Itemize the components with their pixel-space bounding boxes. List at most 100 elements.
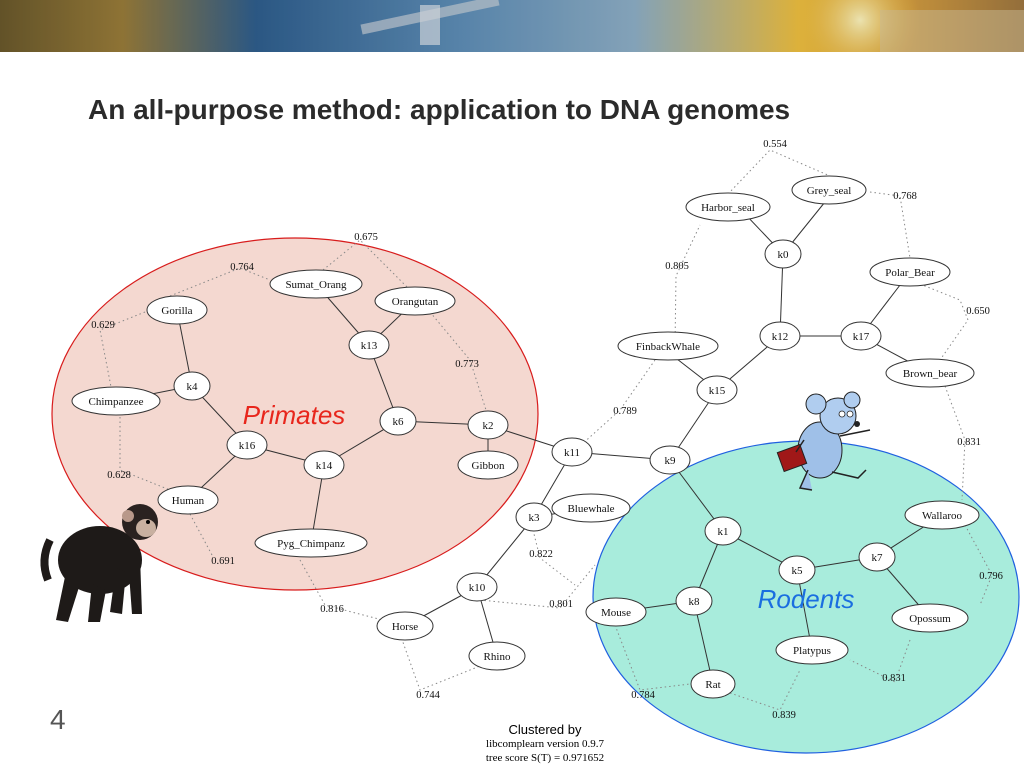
node-k11 <box>551 437 593 467</box>
label-sumat-orang: Sumat_Orang <box>285 279 347 291</box>
label-k3: k3 <box>529 512 541 524</box>
edge-label-0629: 0.629 <box>91 320 115 331</box>
node-k10 <box>456 572 498 602</box>
label-gibbon: Gibbon <box>472 460 506 472</box>
edge-label-0816: 0.816 <box>320 604 344 615</box>
node-sumat-orang <box>269 269 363 299</box>
label-orangutan: Orangutan <box>392 296 439 308</box>
node-gibbon <box>457 450 519 480</box>
node-k12 <box>759 321 801 351</box>
label-gorilla: Gorilla <box>161 305 192 317</box>
node-k15 <box>696 375 738 405</box>
node-polar-bear <box>869 257 951 287</box>
header-banner <box>0 0 1024 52</box>
node-bluewhale <box>551 493 631 523</box>
node-k5 <box>778 555 816 585</box>
label-k16: k16 <box>239 440 256 452</box>
node-rhino <box>468 641 526 671</box>
label-wallaroo: Wallaroo <box>922 510 963 522</box>
label-k12: k12 <box>772 331 789 343</box>
label-horse: Horse <box>392 621 418 633</box>
label-k5: k5 <box>792 565 804 577</box>
node-opossum <box>891 603 969 633</box>
node-mouse <box>585 597 647 627</box>
footer-score: tree score S(T) = 0.971652 <box>485 752 605 764</box>
edge-label-0796: 0.796 <box>979 571 1003 582</box>
node-k14 <box>303 450 345 480</box>
label-k15: k15 <box>709 385 726 397</box>
label-finback-whale: FinbackWhale <box>636 341 700 353</box>
edge-label-0831b: 0.831 <box>882 673 906 684</box>
label-k14: k14 <box>316 460 333 472</box>
node-finback-whale <box>617 331 719 361</box>
node-k17 <box>840 321 882 351</box>
node-k0 <box>764 239 802 269</box>
footer-version: libcomplearn version 0.9.7 <box>486 738 604 750</box>
node-pyg-chimpanz <box>254 528 368 558</box>
edge-label-0773: 0.773 <box>455 359 479 370</box>
edge-label-0650: 0.650 <box>966 306 990 317</box>
node-human <box>157 485 219 515</box>
node-wallaroo <box>904 500 980 530</box>
edge-label-0768: 0.768 <box>893 191 917 202</box>
label-leaders <box>99 149 993 711</box>
node-k7 <box>858 542 896 572</box>
rodents-label: Rodents <box>758 584 855 614</box>
edge-label-0764: 0.764 <box>230 262 254 273</box>
label-harbor-seal: Harbor_seal <box>701 202 755 214</box>
label-rhino: Rhino <box>484 651 511 663</box>
label-grey-seal: Grey_seal <box>807 185 852 197</box>
edge-label-0789: 0.789 <box>613 406 637 417</box>
edge-label-0675: 0.675 <box>354 232 378 243</box>
label-k10: k10 <box>469 582 486 594</box>
footer-clustered-by: Clustered by <box>508 722 582 737</box>
edge-label-0628: 0.628 <box>107 470 131 481</box>
label-rat: Rat <box>705 679 720 691</box>
label-opossum: Opossum <box>909 613 951 625</box>
label-k13: k13 <box>361 340 378 352</box>
node-k9 <box>649 445 691 475</box>
node-horse <box>376 611 434 641</box>
label-brown-bear: Brown_bear <box>903 368 958 380</box>
page-title: An all-purpose method: application to DN… <box>88 94 791 125</box>
node-k13 <box>348 330 390 360</box>
edge-label-0691: 0.691 <box>211 556 235 567</box>
edge-label-0822: 0.822 <box>529 549 553 560</box>
label-polar-bear: Polar_Bear <box>885 267 935 279</box>
primates-label: Primates <box>243 400 346 430</box>
label-k9: k9 <box>665 455 677 467</box>
node-gorilla <box>146 295 208 325</box>
label-platypus: Platypus <box>793 645 831 657</box>
edge-label-0805: 0.805 <box>665 261 689 272</box>
node-platypus <box>775 635 849 665</box>
node-k8 <box>675 586 713 616</box>
node-orangutan <box>374 286 456 316</box>
node-k2 <box>467 410 509 440</box>
label-chimpanzee: Chimpanzee <box>89 396 144 408</box>
label-k2: k2 <box>483 420 494 432</box>
node-brown-bear <box>885 358 975 388</box>
label-k1: k1 <box>718 526 729 538</box>
label-bluewhale: Bluewhale <box>567 503 614 515</box>
node-k4 <box>173 371 211 401</box>
node-k3 <box>515 502 553 532</box>
chimpanzee-illustration <box>40 504 158 622</box>
label-k11: k11 <box>564 447 580 459</box>
node-grey-seal <box>791 175 867 205</box>
label-pyg-chimpanz: Pyg_Chimpanz <box>277 538 345 550</box>
label-k17: k17 <box>853 331 870 343</box>
label-k0: k0 <box>778 249 790 261</box>
node-k6 <box>379 406 417 436</box>
label-k4: k4 <box>187 381 199 393</box>
edge-label-0554: 0.554 <box>763 139 787 150</box>
edge-label-0839: 0.839 <box>772 710 796 721</box>
node-chimpanzee <box>71 386 161 416</box>
label-k7: k7 <box>872 552 884 564</box>
cartoon-mouse-illustration <box>776 391 871 491</box>
node-k1 <box>704 516 742 546</box>
label-human: Human <box>172 495 205 507</box>
node-rat <box>690 669 736 699</box>
label-k8: k8 <box>689 596 701 608</box>
edge-label-0831a: 0.831 <box>957 437 981 448</box>
